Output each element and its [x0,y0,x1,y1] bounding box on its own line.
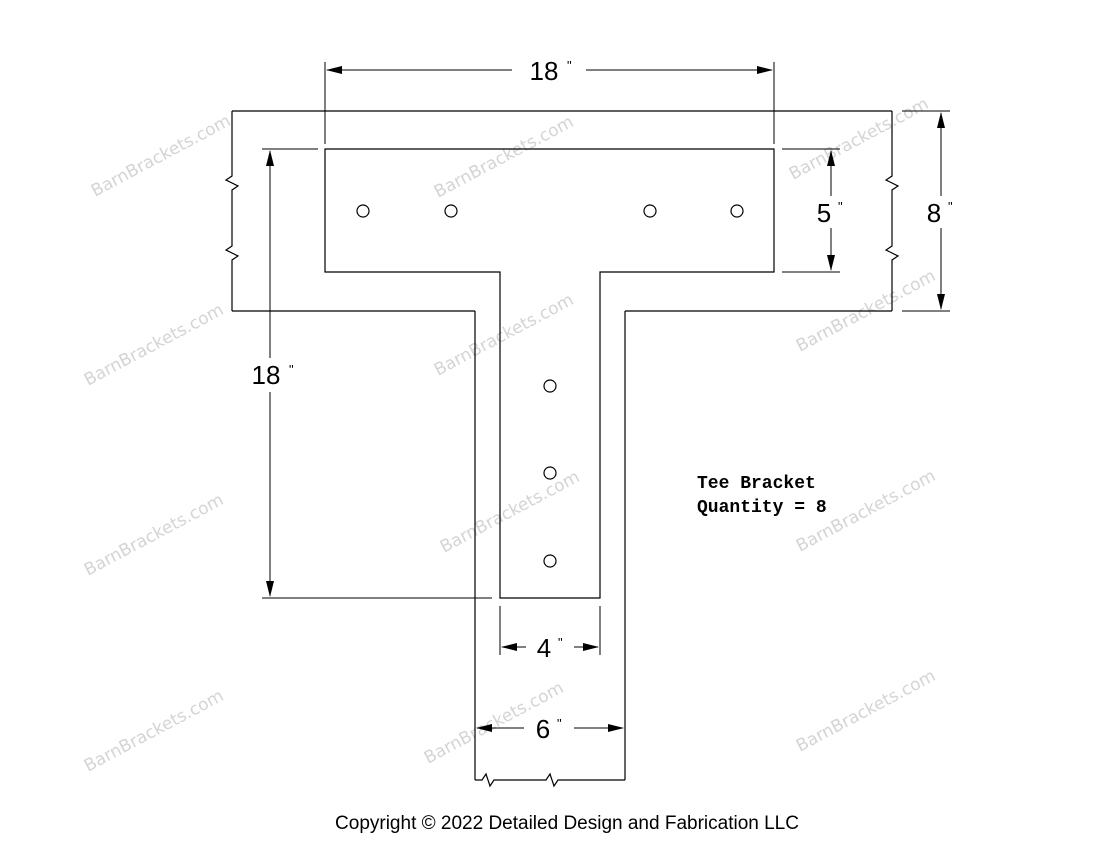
inch-mark: " [838,199,843,214]
dimension-label-leg-length: 18 [252,360,281,390]
dimension-label-beam-height: 8 [927,198,941,228]
watermark: BarnBrackets.com [431,290,577,380]
bolt-hole [356,204,370,218]
watermark: BarnBrackets.com [786,94,932,184]
inch-mark: " [567,58,572,73]
dimension-post-width: 6 " [476,714,624,744]
bolt-hole [444,204,458,218]
watermark: BarnBrackets.com [81,300,227,390]
watermark: BarnBrackets.com [431,112,577,202]
dimension-top-width: 18 " [324,56,775,144]
dimension-beam-height: 8 " [902,110,953,312]
beam-outline [224,110,900,312]
inch-mark: " [557,716,562,731]
inch-mark: " [289,362,294,377]
watermark: BarnBrackets.com [81,686,227,776]
watermark: BarnBrackets.com [793,666,939,756]
copyright-text: Copyright © 2022 Detailed Design and Fab… [335,813,799,834]
note-title: Tee Bracket [697,474,816,494]
bolt-hole [730,204,744,218]
dimension-label-top-width: 18 [530,56,559,86]
inch-mark: " [558,635,563,650]
watermark: BarnBrackets.com [88,111,234,201]
dimension-leg-length: 18 " [252,148,492,599]
post-outline [474,311,626,788]
bolt-hole [643,204,657,218]
watermark: BarnBrackets.com [437,467,583,557]
dimension-label-leg-width: 4 [537,633,551,663]
bolt-hole [543,379,557,393]
inch-mark: " [948,199,953,214]
bolt-hole [543,554,557,568]
dimension-leg-width: 4 " [499,606,601,663]
bolt-holes [356,204,744,568]
note-quantity: Quantity = 8 [697,498,827,518]
watermark: BarnBrackets.com [81,490,227,580]
dimension-label-post-width: 6 [536,714,550,744]
bolt-hole [543,466,557,480]
watermarks: BarnBrackets.com BarnBrackets.com BarnBr… [81,94,939,776]
dimension-arm-height: 5 " [782,148,843,273]
dimension-label-arm-height: 5 [817,198,831,228]
tee-bracket-plate [324,148,775,599]
